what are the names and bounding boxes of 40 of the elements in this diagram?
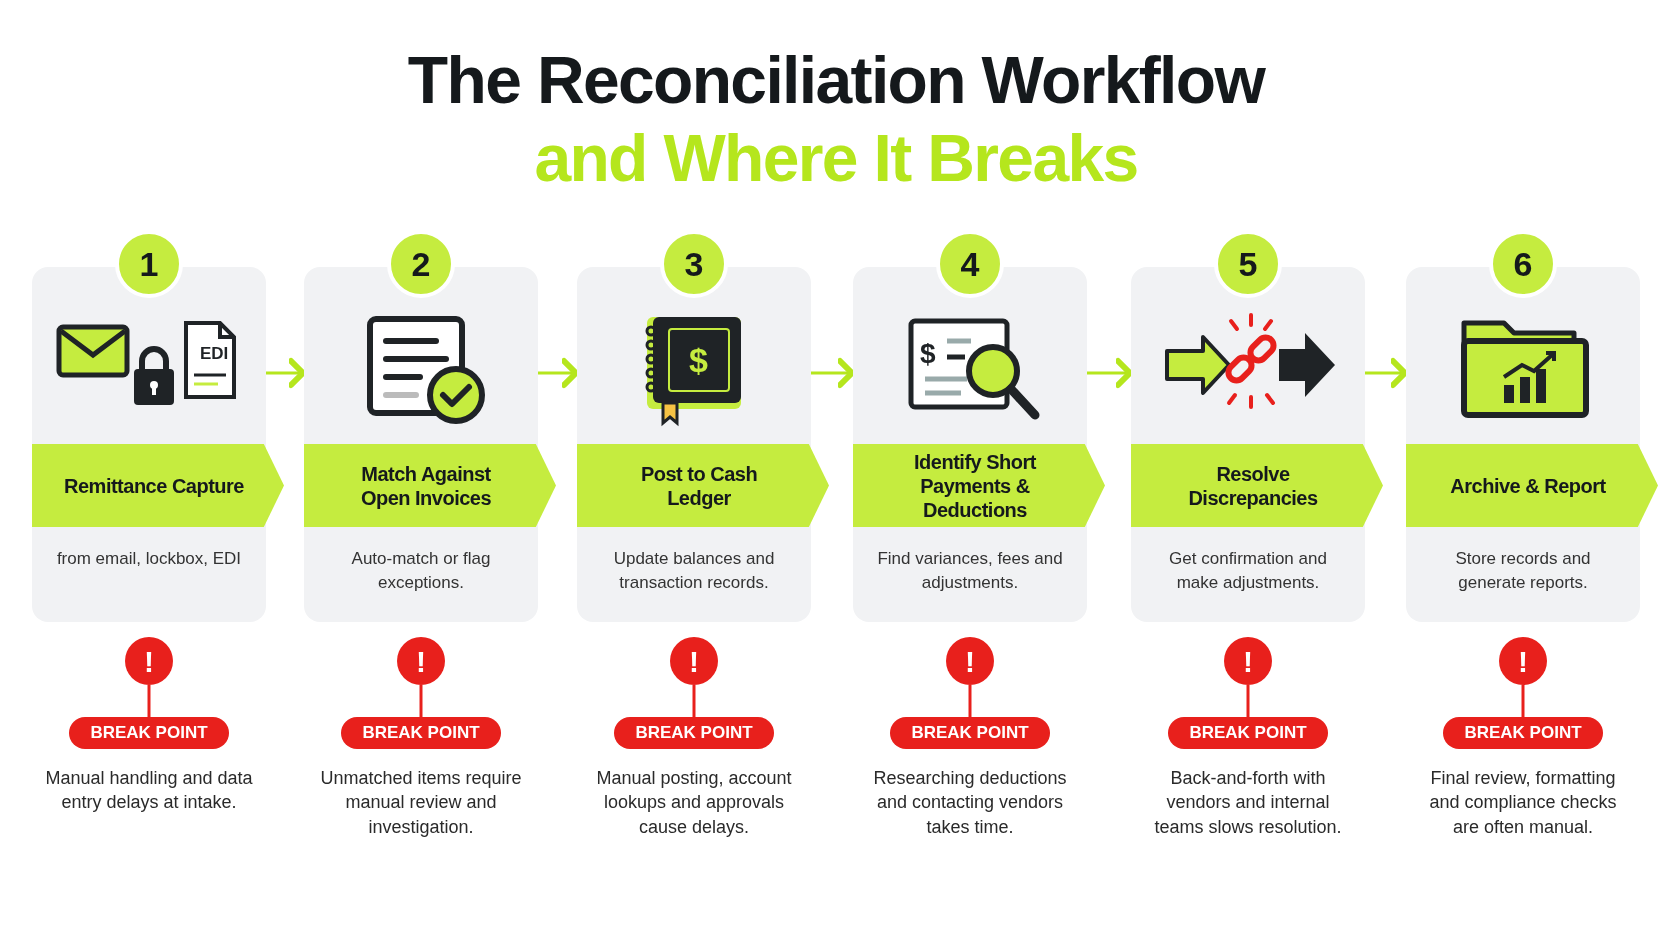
- step-description: Find variances, fees and adjustments.: [876, 548, 1064, 594]
- step-title-banner: Identify Short Payments & Deductions: [853, 444, 1105, 527]
- break-point-badge: BREAK POINT: [69, 717, 229, 749]
- chevron-arrow: [1365, 358, 1408, 388]
- connector-line: [692, 685, 696, 717]
- break-point-badge: BREAK POINT: [341, 717, 501, 749]
- connector-line: [1521, 685, 1525, 717]
- title: The Reconciliation Workflow: [406, 44, 1266, 117]
- step-description: Auto-match or flag exceptions.: [350, 548, 492, 594]
- connector-line: [147, 685, 151, 717]
- step-description: from email, lockbox, EDI: [55, 548, 243, 570]
- break-point-badge: BREAK POINT: [1443, 717, 1603, 749]
- break-point-badge: BREAK POINT: [890, 717, 1050, 749]
- chevron-arrow: [1087, 358, 1133, 388]
- break-point-badge: BREAK POINT: [1168, 717, 1328, 749]
- step-title-banner: Archive & Report: [1406, 444, 1658, 527]
- step-description: Store records and generate reports.: [1454, 548, 1592, 594]
- chevron-arrow: [538, 358, 579, 388]
- chevron-arrow: [811, 358, 855, 388]
- chevron-arrow: [266, 358, 306, 388]
- connector-line: [1246, 685, 1250, 717]
- break-point-note: Manual posting, account lookups and approvals cause delays.: [595, 767, 793, 839]
- break-point-note: Back-and-forth with vendors and internal teams slows resolution.: [1153, 767, 1343, 839]
- step-title-banner: Resolve Discrepancies: [1131, 444, 1383, 527]
- connector-line: [968, 685, 972, 717]
- break-point-note: Unmatched items require manual review and investigation.: [319, 767, 523, 839]
- subtitle: and Where It Breaks: [533, 122, 1139, 195]
- break-point-note: Final review, formatting and compliance checks are often manual.: [1428, 767, 1618, 839]
- document-label: EDI: [200, 345, 229, 362]
- step-description: Update balances and transaction records.: [612, 548, 776, 594]
- break-point-note: Manual handling and data entry delays at intake.: [44, 767, 254, 815]
- step-description: Get confirmation and make adjustments.: [1168, 548, 1328, 594]
- break-point-badge: BREAK POINT: [614, 717, 774, 749]
- break-point-note: Researching deductions and contacting vendors takes time.: [872, 767, 1068, 839]
- dollar-sign: $: [920, 340, 936, 368]
- dollar-sign: $: [689, 343, 708, 377]
- connector-line: [419, 685, 423, 717]
- step-title-banner: Remittance Capture: [32, 444, 284, 527]
- step-title-banner: Match Against Open Invoices: [304, 444, 556, 527]
- step-title-banner: Post to Cash Ledger: [577, 444, 829, 527]
